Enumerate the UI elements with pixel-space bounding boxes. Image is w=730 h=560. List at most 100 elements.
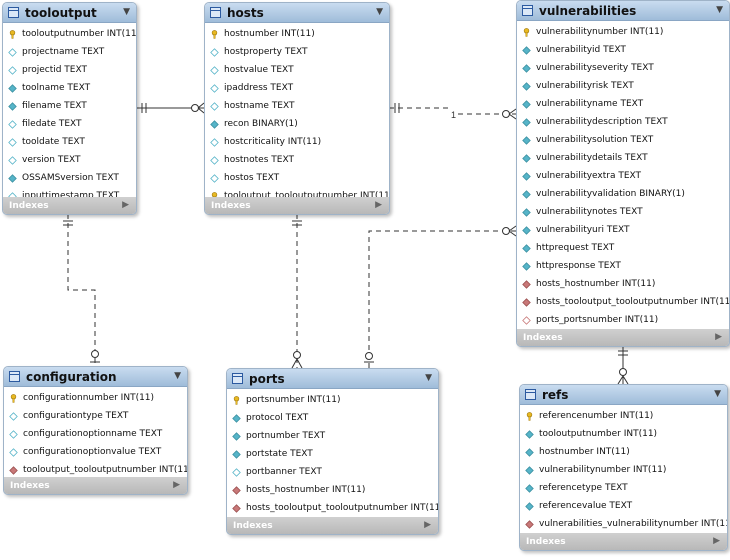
column-row[interactable]: version TEXT xyxy=(3,151,136,169)
column-row[interactable]: hostos TEXT xyxy=(205,169,389,187)
column-icon xyxy=(8,101,17,111)
expand-arrow-icon[interactable]: ▶ xyxy=(424,520,431,530)
expand-arrow-icon[interactable]: ▶ xyxy=(713,536,720,546)
column-label: filename TEXT xyxy=(22,101,87,111)
column-row[interactable]: vulnerabilityid TEXT xyxy=(517,41,729,59)
column-row[interactable]: vulnerabilitynotes TEXT xyxy=(517,203,729,221)
column-row[interactable]: configurationoptionname TEXT xyxy=(4,425,187,443)
column-row[interactable]: hosts_tooloutput_tooloutputnumber INT(11… xyxy=(227,499,438,517)
column-row[interactable]: hosts_hostnumber INT(11) xyxy=(227,481,438,499)
table-title: vulnerabilities xyxy=(539,3,637,18)
column-row[interactable]: portsnumber INT(11) xyxy=(227,391,438,409)
primary-key-icon xyxy=(9,393,18,403)
table-title: ports xyxy=(249,371,285,386)
column-row[interactable]: hostvalue TEXT xyxy=(205,61,389,79)
indexes-footer[interactable]: Indexes▶ xyxy=(520,533,727,550)
column-row[interactable]: vulnerabilityname TEXT xyxy=(517,95,729,113)
column-row[interactable]: configurationoptionvalue TEXT xyxy=(4,443,187,461)
column-row[interactable]: vulnerabilitynumber INT(11) xyxy=(517,23,729,41)
column-label: hostproperty TEXT xyxy=(224,47,308,57)
column-row[interactable]: OSSAMSversion TEXT xyxy=(3,169,136,187)
indexes-footer[interactable]: Indexes▶ xyxy=(3,197,136,214)
table-configuration[interactable]: configuration▼ configurationnumber INT(11… xyxy=(3,366,188,495)
column-row[interactable]: hostproperty TEXT xyxy=(205,43,389,61)
column-icon xyxy=(522,81,531,91)
column-row[interactable]: tooloutputnumber INT(11) xyxy=(3,25,136,43)
table-hosts[interactable]: hosts▼ hostnumber INT(11) hostproperty TEX… xyxy=(204,2,390,215)
column-row[interactable]: vulnerabilitynumber INT(11) xyxy=(520,461,727,479)
expand-arrow-icon[interactable]: ▶ xyxy=(122,200,129,210)
column-row[interactable]: projectname TEXT xyxy=(3,43,136,61)
column-row[interactable]: hostnumber INT(11) xyxy=(205,25,389,43)
column-label: referencenumber INT(11) xyxy=(539,411,654,421)
column-row[interactable]: protocol TEXT xyxy=(227,409,438,427)
indexes-footer[interactable]: Indexes▶ xyxy=(517,329,729,346)
column-label: portnumber TEXT xyxy=(246,431,326,441)
column-row[interactable]: ports_portsnumber INT(11) xyxy=(517,311,729,329)
collapse-toggle-icon[interactable]: ▼ xyxy=(716,5,723,15)
expand-arrow-icon[interactable]: ▶ xyxy=(173,480,180,490)
table-header[interactable]: tooloutput▼ xyxy=(3,3,136,23)
column-row[interactable]: configurationtype TEXT xyxy=(4,407,187,425)
column-row[interactable]: hosts_tooloutput_tooloutputnumber INT(11… xyxy=(517,293,729,311)
table-tooloutput[interactable]: tooloutput▼tooloutputnumber INT(11)proje… xyxy=(2,2,137,215)
primary-key-icon xyxy=(525,411,534,421)
table-vulnerabilities[interactable]: vulnerabilities ▼ vulnerabilitynumber INT(… xyxy=(516,0,730,347)
indexes-footer[interactable]: Indexes ▶ xyxy=(205,197,389,214)
expand-arrow-icon[interactable]: ▶ xyxy=(715,332,722,342)
column-row[interactable]: portnumber TEXT xyxy=(227,427,438,445)
column-row[interactable]: vulnerabilityseverity TEXT xyxy=(517,59,729,77)
table-header[interactable]: vulnerabilities ▼ xyxy=(517,1,729,21)
expand-arrow-icon[interactable]: ▶ xyxy=(375,200,382,210)
table-ports[interactable]: ports ▼ portsnumber INT(11)protocol TEXT po… xyxy=(226,368,439,535)
column-row[interactable]: portbanner TEXT xyxy=(227,463,438,481)
column-row[interactable]: filename TEXT xyxy=(3,97,136,115)
table-header[interactable]: hosts▼ xyxy=(205,3,389,23)
indexes-label: Indexes xyxy=(211,200,251,211)
indexes-footer[interactable]: Indexes▶ xyxy=(4,477,187,494)
column-row[interactable]: recon BINARY(1) xyxy=(205,115,389,133)
nullable-column-icon xyxy=(210,101,219,111)
table-header[interactable]: ports ▼ xyxy=(227,369,438,389)
column-row[interactable]: hostnumber INT(11) xyxy=(520,443,727,461)
collapse-toggle-icon[interactable]: ▼ xyxy=(123,7,130,17)
column-row[interactable]: ipaddress TEXT xyxy=(205,79,389,97)
table-header[interactable]: configuration▼ xyxy=(4,367,187,387)
collapse-toggle-icon[interactable]: ▼ xyxy=(714,389,721,399)
column-row[interactable]: vulnerabilitysolution TEXT xyxy=(517,131,729,149)
column-row[interactable]: referencetype TEXT xyxy=(520,479,727,497)
column-row[interactable]: vulnerabilityuri TEXT xyxy=(517,221,729,239)
column-label: httprequest TEXT xyxy=(536,243,615,253)
column-row[interactable]: portstate TEXT xyxy=(227,445,438,463)
table-header[interactable]: refs▼ xyxy=(520,385,727,405)
table-refs[interactable]: refs▼ referencenumber INT(11) tooloutputnu… xyxy=(519,384,728,551)
table-icon xyxy=(8,7,19,18)
column-row[interactable]: vulnerabilityvalidation BINARY(1) xyxy=(517,185,729,203)
column-row[interactable]: filedate TEXT xyxy=(3,115,136,133)
column-row[interactable]: referencenumber INT(11) xyxy=(520,407,727,425)
column-row[interactable]: toolname TEXT xyxy=(3,79,136,97)
column-row[interactable]: vulnerabilityextra TEXT xyxy=(517,167,729,185)
indexes-footer[interactable]: Indexes▶ xyxy=(227,517,438,534)
column-row[interactable]: tooloutputnumber INT(11) xyxy=(520,425,727,443)
collapse-toggle-icon[interactable]: ▼ xyxy=(376,7,383,17)
column-row[interactable]: tooloutput_tooloutputnumber INT(11) xyxy=(4,461,187,479)
column-row[interactable]: vulnerabilityrisk TEXT xyxy=(517,77,729,95)
collapse-toggle-icon[interactable]: ▼ xyxy=(174,371,181,381)
column-row[interactable]: httpresponse TEXT xyxy=(517,257,729,275)
collapse-toggle-icon[interactable]: ▼ xyxy=(425,373,432,383)
column-row[interactable]: hosts_hostnumber INT(11) xyxy=(517,275,729,293)
column-row[interactable]: projectid TEXT xyxy=(3,61,136,79)
column-row[interactable]: vulnerabilitydetails TEXT xyxy=(517,149,729,167)
column-row[interactable]: vulnerabilitydescription TEXT xyxy=(517,113,729,131)
column-row[interactable]: hostcriticality INT(11) xyxy=(205,133,389,151)
column-row[interactable]: httprequest TEXT xyxy=(517,239,729,257)
column-label: vulnerabilitynotes TEXT xyxy=(536,207,643,217)
column-row[interactable]: hostname TEXT xyxy=(205,97,389,115)
column-row[interactable]: referencevalue TEXT xyxy=(520,497,727,515)
column-row[interactable]: hostnotes TEXT xyxy=(205,151,389,169)
column-row[interactable]: vulnerabilities_vulnerabilitynumber INT(… xyxy=(520,515,727,533)
column-row[interactable]: tooldate TEXT xyxy=(3,133,136,151)
primary-key-icon xyxy=(210,29,219,39)
column-row[interactable]: configurationnumber INT(11) xyxy=(4,389,187,407)
